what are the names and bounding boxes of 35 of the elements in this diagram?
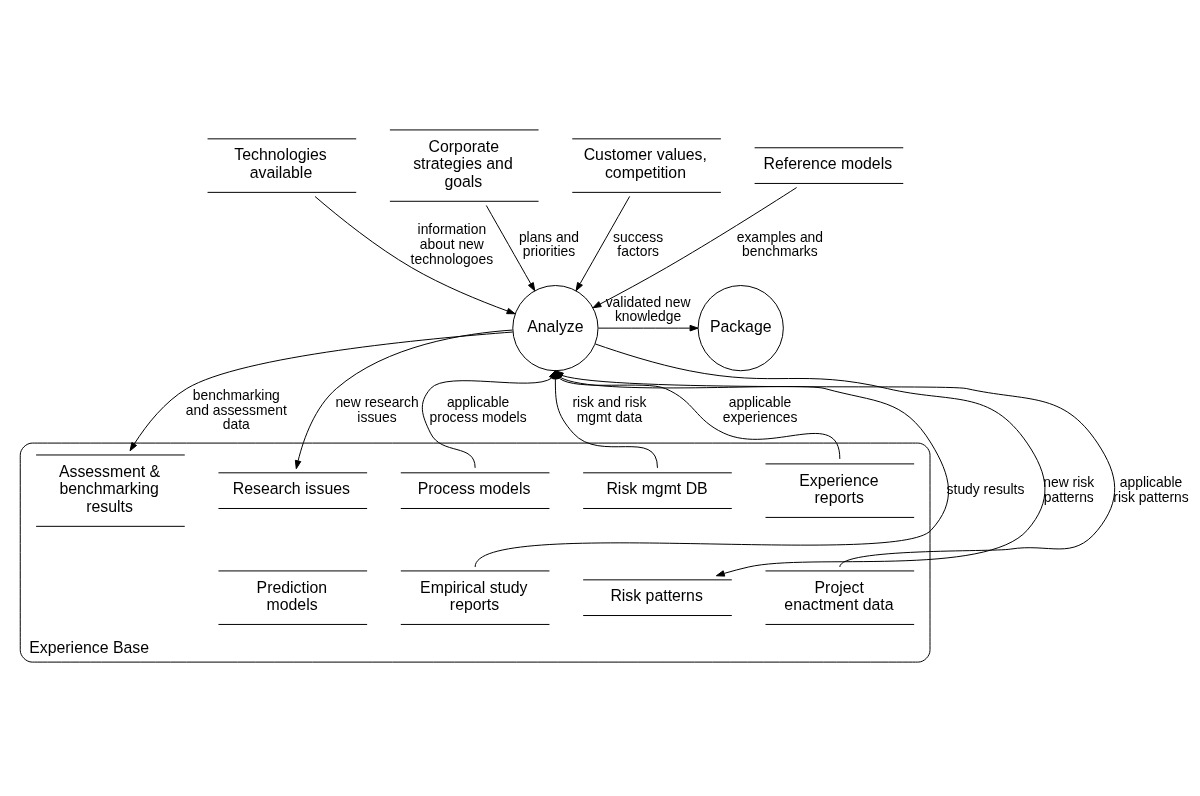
edge-label: validated new knowledge (605, 293, 691, 325)
edge-label: information about new technologoes (410, 221, 494, 267)
node-circle: Analyze (512, 285, 599, 372)
edge-label: applicable risk patterns (1113, 473, 1189, 505)
edge-label: new research issues (335, 394, 419, 425)
node-text: Experience reports (799, 471, 879, 507)
arrow (129, 331, 514, 452)
node-text: Prediction models (256, 578, 328, 614)
arrow (575, 195, 631, 292)
edge-label: examples and benchmarks (736, 228, 824, 260)
node-text: Risk mgmt DB (606, 480, 708, 498)
node-text: Empirical study reports (420, 578, 528, 614)
node-text: Assessment & benchmarking results (58, 462, 161, 516)
node-text: Technologies available (234, 146, 327, 182)
node-text: Research issues (232, 480, 350, 498)
edge-label: plans and priorities (518, 228, 580, 260)
node-text: Customer values, competition (583, 146, 707, 182)
edge-label: applicable process models (429, 394, 527, 425)
arrow (485, 204, 536, 292)
node-text: Risk patterns (610, 587, 703, 605)
node-text: Project enactment data (784, 578, 894, 614)
arrow (597, 324, 699, 332)
node-text: Process models (417, 480, 531, 498)
node-circle: Package (697, 285, 784, 372)
edge-label: success factors (613, 228, 664, 260)
arrow (594, 343, 1046, 577)
node-text: Reference models (763, 155, 893, 173)
arrow (294, 329, 513, 470)
edge-label: risk and risk mgmt data (572, 394, 647, 425)
arrow (592, 187, 798, 309)
edge-label: benchmarking and assessment data (185, 386, 287, 433)
edge-label: applicable experiences (722, 394, 798, 425)
edge-label: new risk patterns (1043, 473, 1095, 505)
arrow (314, 196, 516, 315)
node-text: Corporate strategies and goals (413, 137, 513, 191)
